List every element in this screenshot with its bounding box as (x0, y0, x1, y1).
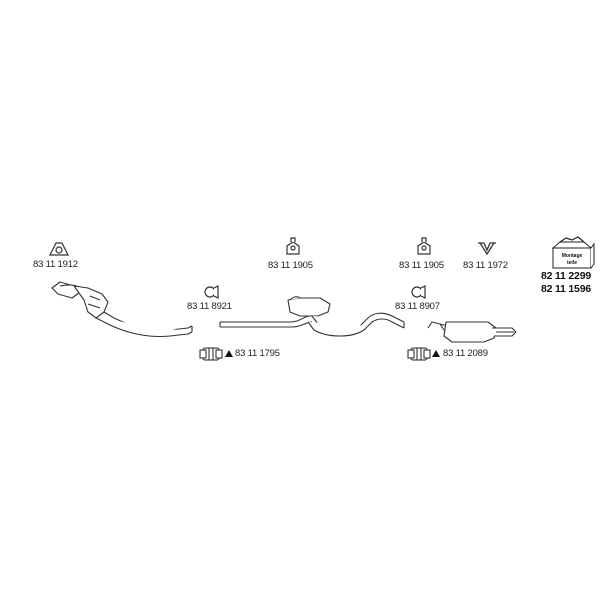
front-pipe-catalytic-converter (51, 281, 193, 337)
part-label-v-hanger: 83 11 1972 (463, 260, 508, 271)
part-label-sleeve-1: 83 11 1795 (235, 348, 280, 359)
gasket-icon (49, 242, 69, 256)
part-label-gasket: 83 11 1912 (33, 259, 78, 270)
clamp-icon (204, 285, 219, 299)
v-hanger-icon (478, 242, 496, 256)
hanger-icon (286, 237, 300, 255)
warning-triangle-icon (225, 350, 233, 357)
part-label-hanger-2: 83 11 1905 (399, 260, 444, 271)
kit-box-text-2: teile (567, 260, 577, 266)
mounting-kit-box-icon: Montage teile (551, 236, 595, 269)
part-label-clamp-1: 83 11 8921 (187, 301, 232, 312)
clamp-icon (411, 285, 426, 299)
hanger-icon (417, 237, 431, 255)
warning-triangle-icon (432, 350, 440, 357)
middle-pipe-muffler (219, 296, 405, 337)
sleeve-icon (407, 347, 431, 361)
kit-code-1: 82 11 2299 (541, 270, 591, 282)
part-label-hanger-1: 83 11 1905 (268, 260, 313, 271)
sleeve-icon (199, 347, 223, 361)
part-label-sleeve-2: 83 11 2089 (443, 348, 488, 359)
kit-code-2: 82 11 1596 (541, 283, 591, 295)
rear-muffler (427, 321, 517, 343)
part-label-clamp-2: 83 11 8907 (395, 301, 440, 312)
kit-box-text-1: Montage (562, 253, 583, 259)
